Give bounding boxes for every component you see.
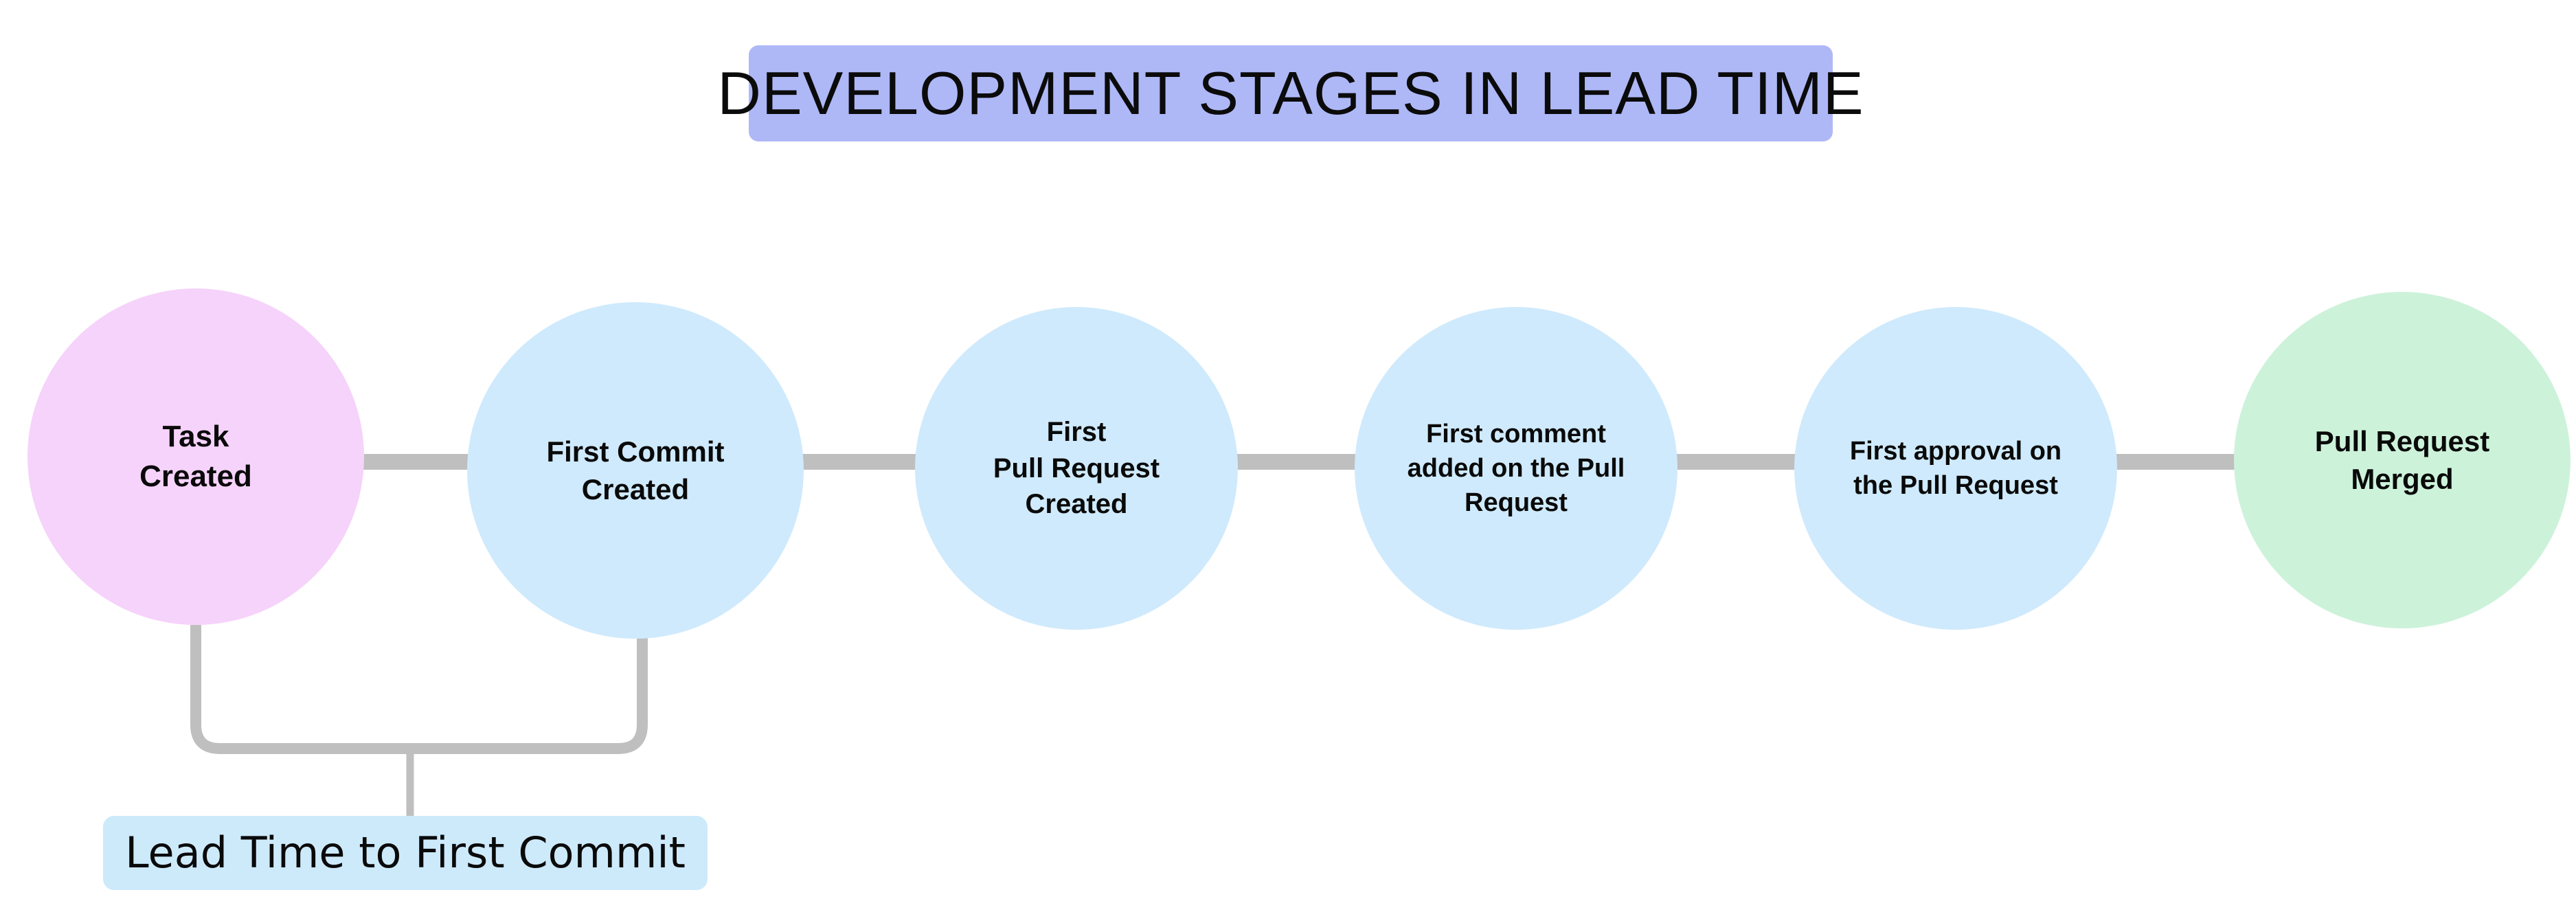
lead-time-callout[interactable]: Lead Time to First Commit (103, 816, 708, 890)
connector-first-approval-to-merged (2103, 454, 2248, 470)
stage-node-first-commit-created[interactable]: First Commit Created (467, 302, 804, 639)
page-title: DEVELOPMENT STAGES IN LEAD TIME (717, 59, 1864, 127)
stage-node-task-created[interactable]: Task Created (27, 288, 364, 625)
stage-label-first-commit-created: First Commit Created (546, 435, 725, 505)
stage-label-first-comment-on-pull-request: First comment added on the Pull Request (1407, 419, 1625, 518)
page-title-banner: DEVELOPMENT STAGES IN LEAD TIME (717, 45, 1864, 141)
connector-task-to-first-commit (347, 454, 484, 470)
stage-node-first-approval-on-pull-request[interactable]: First approval on the Pull Request (1794, 307, 2117, 630)
stage-label-first-pull-request-created: First Pull Request Created (993, 416, 1160, 520)
lead-time-bracket (190, 625, 648, 819)
stage-label-first-approval-on-pull-request: First approval on the Pull Request (1849, 436, 2062, 500)
connector-first-pr-to-first-comment (1224, 454, 1368, 470)
connector-first-commit-to-first-pr (790, 454, 931, 470)
stage-node-first-comment-on-pull-request[interactable]: First comment added on the Pull Request (1355, 307, 1677, 630)
stage-label-task-created: Task Created (139, 419, 252, 493)
stage-label-pull-request-merged: Pull Request Merged (2314, 424, 2490, 495)
stage-node-first-pull-request-created[interactable]: First Pull Request Created (915, 307, 1238, 630)
stage-node-pull-request-merged[interactable]: Pull Request Merged (2234, 292, 2571, 628)
connector-first-comment-to-first-approval (1664, 454, 1808, 470)
lead-time-callout-label: Lead Time to First Commit (125, 828, 686, 878)
